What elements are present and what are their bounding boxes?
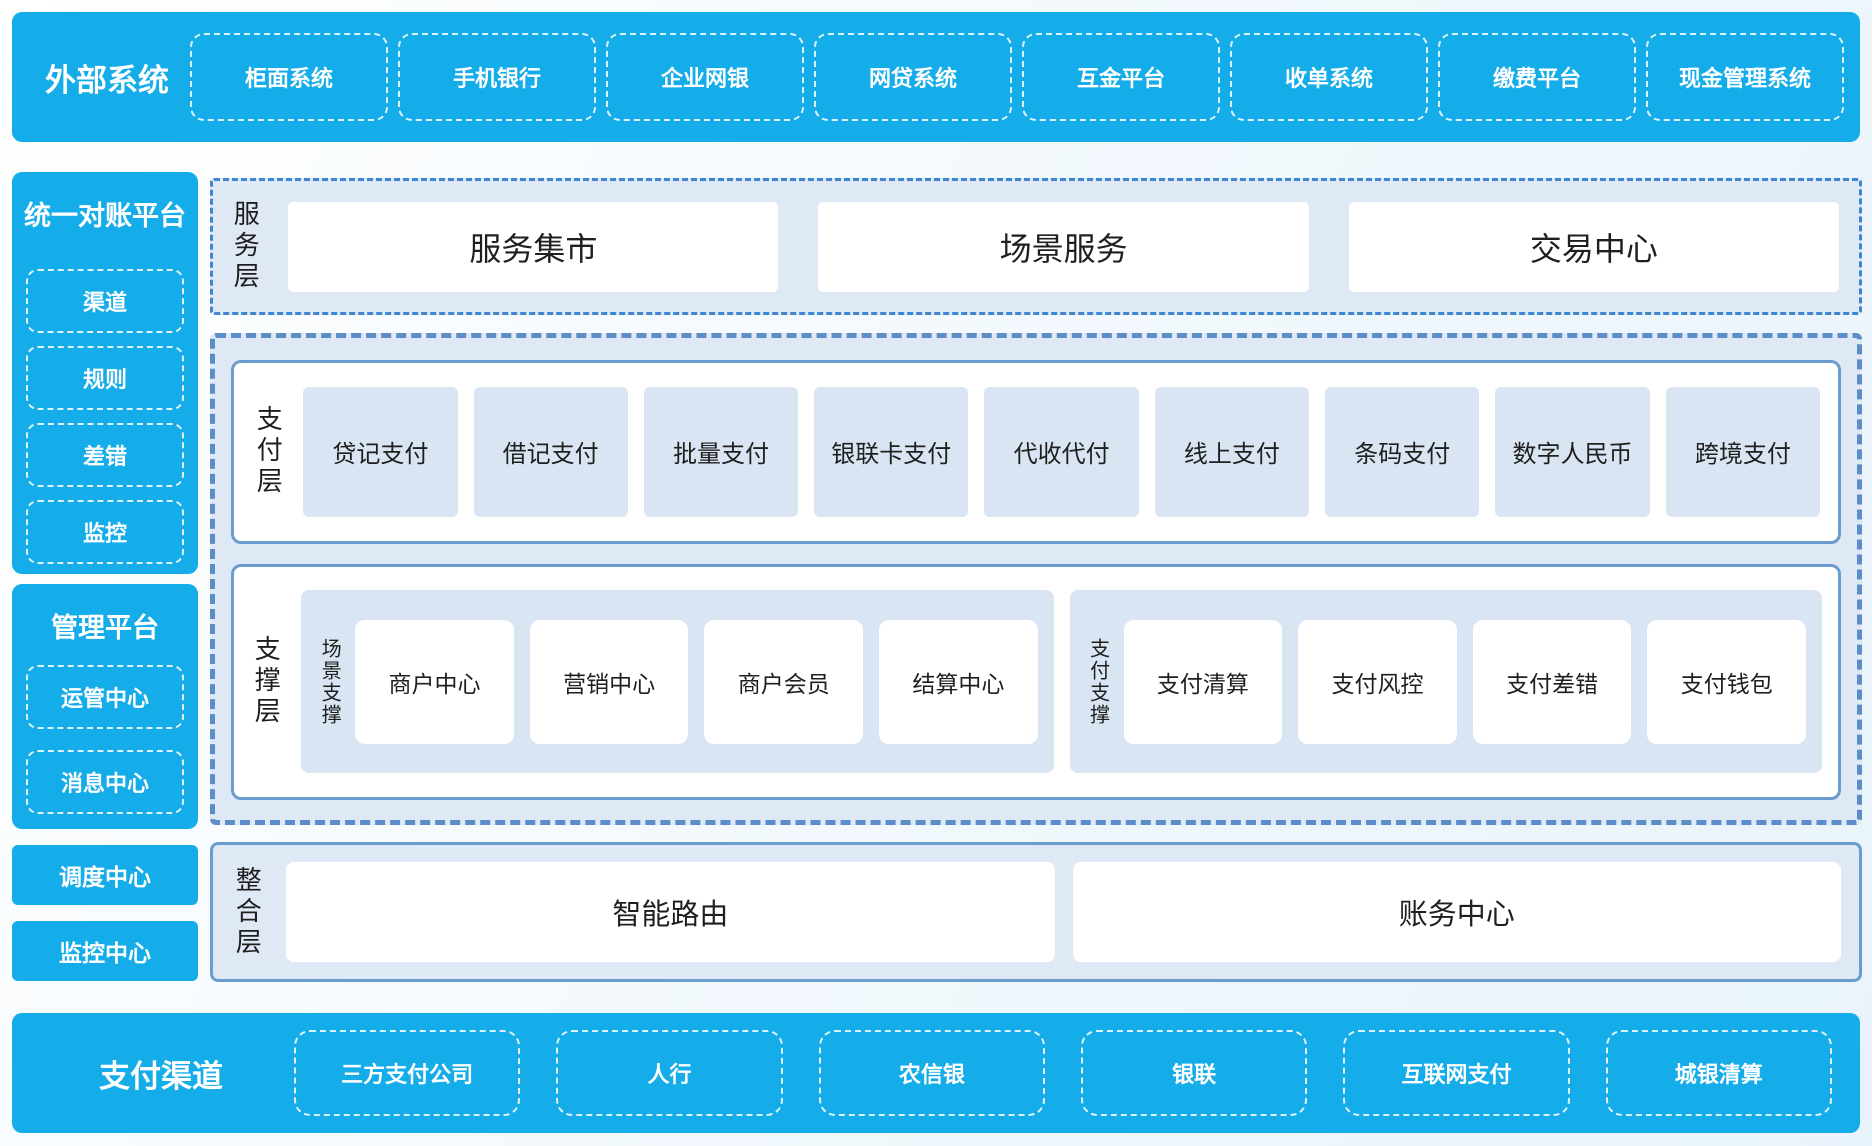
payment-channels-title: 支付渠道 <box>99 1058 223 1094</box>
payment-channel-box: 人行 <box>556 1030 783 1116</box>
management-platform-list: 运管中心消息中心 <box>12 665 198 814</box>
payment-channel-box: 互联网支付 <box>1343 1030 1570 1116</box>
management-item-box: 消息中心 <box>26 750 184 814</box>
support-groups: 场景支撑 商户中心营销中心商户会员结算中心 支付支撑 支付清算支付风控支付差错支… <box>301 567 1822 797</box>
left-sidebar: 统一对账平台 渠道规则差错监控 管理平台 运管中心消息中心 调度中心 监控中心 <box>12 172 198 981</box>
management-item-box: 运管中心 <box>26 665 184 729</box>
payment-type-box: 贷记支付 <box>303 386 458 517</box>
integration-layer-label: 整合层 <box>232 865 263 959</box>
payment-layer-label: 支付层 <box>253 405 284 499</box>
scene-support-group: 场景支撑 商户中心营销中心商户会员结算中心 <box>301 590 1054 774</box>
scene-support-box: 商户会员 <box>704 619 864 744</box>
payment-channels-list: 三方支付公司人行农信银银联互联网支付城银清算 <box>280 1013 1860 1133</box>
integration-box: 智能路由 <box>286 862 1055 962</box>
payment-type-box: 银联卡支付 <box>814 386 969 517</box>
scene-support-box: 营销中心 <box>529 619 689 744</box>
external-system-box: 现金管理系统 <box>1646 33 1844 121</box>
scene-support-label: 场景支撑 <box>318 637 341 726</box>
external-system-box: 互金平台 <box>1022 33 1220 121</box>
integration-layer-box: 整合层 智能路由账务中心 <box>210 842 1862 982</box>
payment-type-box: 条码支付 <box>1325 386 1480 517</box>
service-layer-label: 服务层 <box>230 200 261 293</box>
integration-box: 账务中心 <box>1072 862 1841 962</box>
payment-type-box: 借记支付 <box>473 386 628 517</box>
payment-support-box: 支付清算 <box>1123 619 1283 744</box>
payment-layer-list: 贷记支付借记支付批量支付银联卡支付代收代付线上支付条码支付数字人民币跨境支付 <box>303 363 1820 541</box>
payment-type-box: 跨境支付 <box>1665 386 1820 517</box>
support-layer-box: 支撑层 场景支撑 商户中心营销中心商户会员结算中心 支付支撑 支付清算支付风控支… <box>231 563 1841 800</box>
payment-support-container: 支付层 贷记支付借记支付批量支付银联卡支付代收代付线上支付条码支付数字人民币跨境… <box>210 333 1862 825</box>
external-systems-title: 外部系统 <box>45 62 169 98</box>
layers-area: 服务层 服务集市场景服务交易中心 支付层 贷记支付借记支付批量支付银联卡支付代收… <box>210 178 1862 982</box>
scene-support-box: 商户中心 <box>355 619 514 744</box>
payment-support-box: 支付风控 <box>1298 619 1457 744</box>
payment-type-box: 批量支付 <box>643 386 799 517</box>
support-layer-label: 支撑层 <box>251 635 282 729</box>
service-box: 场景服务 <box>818 201 1309 292</box>
payment-support-box: 支付钱包 <box>1647 619 1807 744</box>
payment-type-box: 代收代付 <box>984 386 1139 517</box>
external-systems-bar: 外部系统 柜面系统手机银行企业网银网贷系统互金平台收单系统缴费平台现金管理系统 <box>12 12 1860 142</box>
external-system-box: 缴费平台 <box>1438 33 1636 121</box>
service-box: 交易中心 <box>1348 201 1839 292</box>
payment-channel-box: 农信银 <box>818 1030 1045 1116</box>
reconciliation-item-box: 差错 <box>26 423 184 487</box>
external-systems-list: 柜面系统手机银行企业网银网贷系统互金平台收单系统缴费平台现金管理系统 <box>184 12 1860 142</box>
external-system-box: 收单系统 <box>1230 33 1428 121</box>
external-system-box: 柜面系统 <box>190 33 388 121</box>
dispatch-center-box: 调度中心 <box>12 845 198 905</box>
reconciliation-item-box: 渠道 <box>26 269 184 333</box>
service-layer-section: 服务层 服务集市场景服务交易中心 <box>210 178 1862 315</box>
reconciliation-item-box: 监控 <box>26 500 184 564</box>
monitor-center-box: 监控中心 <box>12 921 198 981</box>
external-system-box: 企业网银 <box>606 33 804 121</box>
management-platform-title: 管理平台 <box>51 613 159 643</box>
external-system-box: 手机银行 <box>398 33 596 121</box>
payment-type-box: 线上支付 <box>1154 386 1310 517</box>
payment-support-group: 支付支撑 支付清算支付风控支付差错支付钱包 <box>1069 590 1822 774</box>
reconciliation-platform-card: 统一对账平台 渠道规则差错监控 <box>12 172 198 574</box>
payment-channels-bar: 支付渠道 三方支付公司人行农信银银联互联网支付城银清算 <box>12 1013 1860 1133</box>
payment-support-label: 支付支撑 <box>1086 637 1109 726</box>
reconciliation-item-box: 规则 <box>26 346 184 410</box>
payment-channel-box: 银联 <box>1080 1030 1308 1116</box>
scene-support-list: 商户中心营销中心商户会员结算中心 <box>355 590 1038 773</box>
reconciliation-platform-title: 统一对账平台 <box>24 201 186 231</box>
payment-type-box: 数字人民币 <box>1495 386 1650 517</box>
service-box: 服务集市 <box>288 201 779 292</box>
service-layer-list: 服务集市场景服务交易中心 <box>288 181 1839 312</box>
external-system-box: 网贷系统 <box>814 33 1012 121</box>
payment-support-box: 支付差错 <box>1472 619 1632 744</box>
reconciliation-platform-list: 渠道规则差错监控 <box>12 269 198 564</box>
payment-layer-box: 支付层 贷记支付借记支付批量支付银联卡支付代收代付线上支付条码支付数字人民币跨境… <box>231 360 1841 544</box>
management-platform-card: 管理平台 运管中心消息中心 <box>12 584 198 829</box>
scene-support-box: 结算中心 <box>879 619 1038 744</box>
integration-layer-list: 智能路由账务中心 <box>286 845 1841 979</box>
payment-channel-box: 三方支付公司 <box>294 1030 521 1116</box>
payment-support-list: 支付清算支付风控支付差错支付钱包 <box>1123 590 1807 773</box>
payment-channel-box: 城银清算 <box>1605 1030 1832 1116</box>
